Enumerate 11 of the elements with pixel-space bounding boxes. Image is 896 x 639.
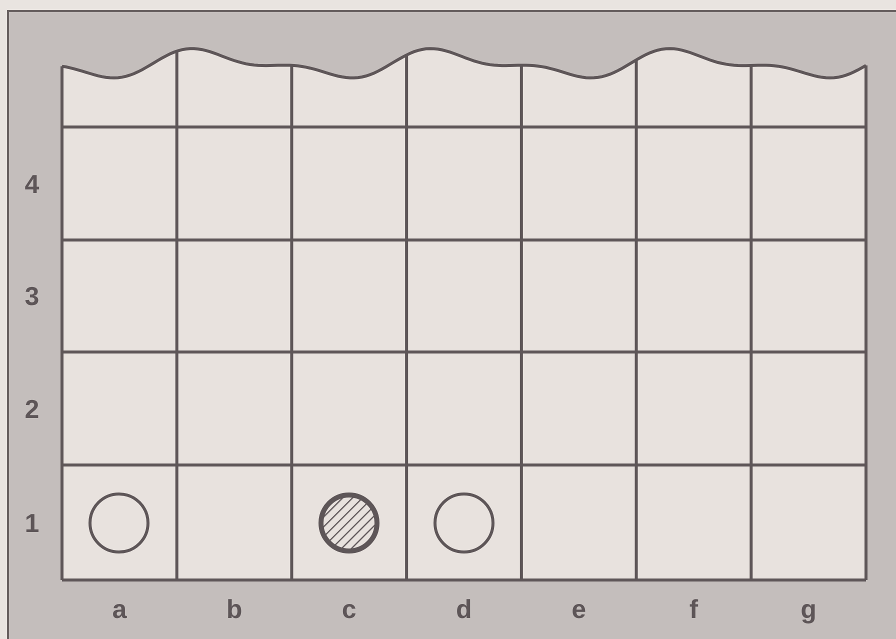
column-label: d (455, 596, 473, 622)
column-label: g (800, 596, 818, 622)
row-label: 4 (24, 170, 40, 196)
column-label: c (340, 596, 358, 622)
row-label: 3 (24, 283, 40, 309)
column-label: b (225, 596, 244, 622)
column-label: e (570, 596, 588, 622)
row-label: 2 (24, 396, 40, 422)
column-label: a (111, 596, 128, 622)
row-label: 1 (24, 510, 40, 536)
column-label: f (688, 596, 700, 622)
